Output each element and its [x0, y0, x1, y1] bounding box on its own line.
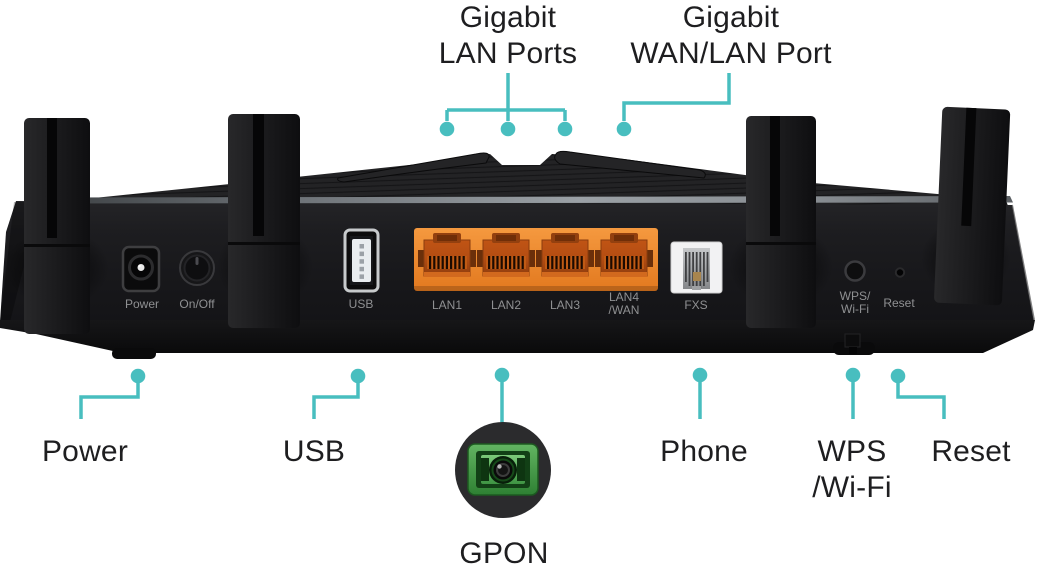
power-jack	[121, 245, 161, 293]
gigabit-wan-line2: WAN/LAN Port	[630, 37, 832, 70]
bottom-latch	[844, 333, 861, 354]
panel-lan4-line1: LAN4	[608, 290, 640, 304]
reset-callout-line	[896, 383, 946, 419]
lan3-port	[535, 232, 595, 278]
antenna-2	[228, 114, 300, 328]
panel-lan3-label: LAN3	[549, 298, 581, 312]
wan-callout-line	[622, 73, 731, 121]
panel-lan2-label: LAN2	[490, 298, 522, 312]
panel-lan1-label: LAN1	[431, 298, 463, 312]
wps-wifi-button	[844, 260, 866, 282]
panel-wps-wifi-label: WPS/ Wi-Fi	[840, 290, 871, 316]
panel-power-label: Power	[124, 297, 160, 311]
reset-callout-dot	[890, 368, 906, 384]
lan-panel	[414, 228, 658, 291]
antenna-1	[24, 118, 90, 334]
antennas	[5, 106, 1011, 334]
usb-label: USB	[282, 435, 346, 468]
antenna-3	[746, 116, 816, 328]
gigabit-lan-line2: LAN Ports	[438, 37, 578, 70]
gigabit-wan-line1: Gigabit	[682, 1, 780, 34]
lan1-port	[417, 232, 477, 278]
right-edge-line	[1011, 204, 1035, 321]
on-off-button	[179, 250, 215, 286]
usb-port	[343, 228, 380, 293]
panel-onoff-label: On/Off	[179, 297, 215, 311]
lan3-callout-dot	[557, 121, 573, 137]
wan-callout-dot	[616, 121, 632, 137]
panel-reset-label: Reset	[883, 296, 915, 310]
gigabit-lan-line1: Gigabit	[459, 1, 557, 34]
lan2-port	[476, 232, 536, 278]
gigabit-wan-lan-port-label: Gigabit WAN/LAN Port	[630, 0, 831, 72]
router-bottom-chamfer	[0, 320, 1035, 353]
reset-pinhole	[894, 267, 906, 278]
rubber-foot-left	[112, 348, 156, 359]
deck-fin-right	[554, 150, 706, 179]
lan2-callout-dot	[500, 121, 516, 137]
panel-wps-line1: WPS/	[839, 289, 871, 303]
callout-dots	[130, 121, 906, 384]
gpon-connector	[455, 422, 551, 518]
power-callout-dot	[130, 368, 146, 384]
reset-label: Reset	[931, 435, 1011, 468]
antenna-4	[934, 106, 1011, 306]
wps-callout-dot	[845, 367, 861, 383]
wps-wifi-label-line2: /Wi-Fi	[812, 471, 892, 504]
gpon-callout-dot	[494, 367, 510, 383]
gigabit-lan-ports-label: Gigabit LAN Ports	[439, 0, 578, 72]
fxs-phone-port	[670, 241, 723, 294]
panel-lan4-line2: /WAN	[608, 303, 640, 317]
lan4-wan-port	[594, 232, 654, 278]
gpon-label: GPON	[459, 537, 549, 568]
wps-wifi-label-line1: WPS	[817, 435, 887, 468]
callout-lines	[79, 73, 946, 423]
rear-panel-ports	[121, 228, 906, 294]
panel-usb-label: USB	[348, 297, 374, 311]
usb-callout-dot	[350, 368, 366, 384]
phone-callout-dot	[692, 367, 708, 383]
usb-callout-line	[312, 383, 360, 419]
phone-label: Phone	[660, 435, 748, 468]
power-label: Power	[41, 435, 129, 468]
wps-wifi-label: WPS /Wi-Fi	[812, 434, 892, 506]
panel-wps-line2: Wi-Fi	[841, 302, 869, 316]
lan1-callout-dot	[439, 121, 455, 137]
lan-callout-line	[445, 73, 567, 121]
power-callout-line	[79, 383, 140, 419]
panel-fxs-label: FXS	[684, 298, 708, 312]
panel-lan4-wan-label: LAN4 /WAN	[609, 291, 640, 317]
deck-fin-left	[337, 152, 490, 183]
